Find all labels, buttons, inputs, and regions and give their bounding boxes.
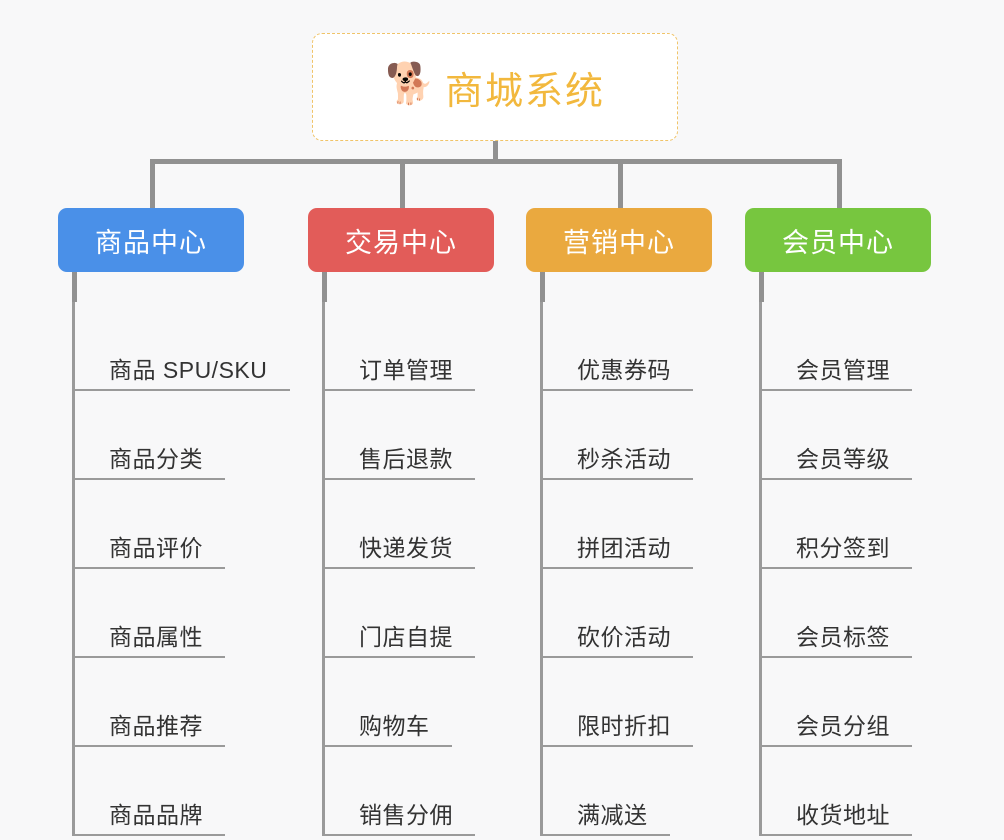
leaf-item-label: 收货地址 <box>796 802 890 828</box>
list-item[interactable]: 商品推荐 <box>75 658 225 747</box>
list-item[interactable]: 秒杀活动 <box>543 391 693 480</box>
connector-drop-trade-center <box>400 159 405 209</box>
list-item[interactable]: 商品品牌 <box>75 747 225 836</box>
list-item[interactable]: 满减送 <box>543 747 670 836</box>
leaf-item-label: 积分签到 <box>796 535 890 561</box>
list-item[interactable]: 会员管理 <box>762 302 912 391</box>
leaf-item-label: 优惠券码 <box>577 357 671 383</box>
connector-stub-marketing-center <box>540 272 545 302</box>
leaf-item-label: 限时折扣 <box>577 713 671 739</box>
category-header-trade-center[interactable]: 交易中心 <box>308 208 494 272</box>
list-item[interactable]: 会员分组 <box>762 658 912 747</box>
leaf-item-label: 会员管理 <box>796 357 890 383</box>
leaf-list-trade-center: 订单管理售后退款快递发货门店自提购物车销售分佣 <box>322 302 475 836</box>
root-node-shop-system[interactable]: 🐕 商城系统 <box>312 33 678 141</box>
connector-root-stem <box>493 141 498 163</box>
column-trade-center: 交易中心订单管理售后退款快递发货门店自提购物车销售分佣 <box>308 208 494 836</box>
column-member-center: 会员中心会员管理会员等级积分签到会员标签会员分组收货地址 <box>745 208 931 836</box>
list-item[interactable]: 积分签到 <box>762 480 912 569</box>
leaf-item-label: 商品属性 <box>109 624 203 650</box>
list-item[interactable]: 拼团活动 <box>543 480 693 569</box>
column-product-center: 商品中心商品 SPU/SKU 商品分类商品评价商品属性商品推荐商品品牌 <box>58 208 290 836</box>
list-item[interactable]: 商品属性 <box>75 569 225 658</box>
list-item[interactable]: 会员等级 <box>762 391 912 480</box>
category-header-label: 交易中心 <box>345 227 457 258</box>
connector-stub-member-center <box>759 272 764 302</box>
list-item[interactable]: 会员标签 <box>762 569 912 658</box>
leaf-item-label: 砍价活动 <box>577 624 671 650</box>
list-item[interactable]: 销售分佣 <box>325 747 475 836</box>
list-item[interactable]: 商品评价 <box>75 480 225 569</box>
leaf-item-label: 会员标签 <box>796 624 890 650</box>
leaf-item-label: 订单管理 <box>359 357 453 383</box>
category-header-label: 商品中心 <box>95 227 207 258</box>
leaf-item-label: 商品 SPU/SKU <box>109 357 268 383</box>
leaf-item-label: 商品推荐 <box>109 713 203 739</box>
leaf-item-label: 销售分佣 <box>359 802 453 828</box>
list-item[interactable]: 门店自提 <box>325 569 475 658</box>
connector-drop-member-center <box>837 159 842 209</box>
category-header-member-center[interactable]: 会员中心 <box>745 208 931 272</box>
list-item[interactable]: 收货地址 <box>762 747 912 836</box>
leaf-item-label: 会员等级 <box>796 446 890 472</box>
list-item[interactable]: 购物车 <box>325 658 452 747</box>
leaf-list-member-center: 会员管理会员等级积分签到会员标签会员分组收货地址 <box>759 302 912 836</box>
list-item[interactable]: 售后退款 <box>325 391 475 480</box>
shiba-dog-icon: 🐕 <box>384 62 435 106</box>
leaf-item-label: 门店自提 <box>359 624 453 650</box>
list-item[interactable]: 订单管理 <box>325 302 475 391</box>
connector-horizontal-bar <box>150 159 842 164</box>
list-item[interactable]: 商品 SPU/SKU <box>75 302 290 391</box>
list-item[interactable]: 砍价活动 <box>543 569 693 658</box>
leaf-list-marketing-center: 优惠券码秒杀活动拼团活动砍价活动限时折扣满减送 <box>540 302 693 836</box>
list-item[interactable]: 快递发货 <box>325 480 475 569</box>
leaf-item-label: 购物车 <box>359 713 430 739</box>
leaf-item-label: 快递发货 <box>359 535 453 561</box>
category-header-label: 会员中心 <box>782 227 894 258</box>
category-header-product-center[interactable]: 商品中心 <box>58 208 244 272</box>
leaf-item-label: 售后退款 <box>359 446 453 472</box>
leaf-item-label: 商品评价 <box>109 535 203 561</box>
connector-drop-product-center <box>150 159 155 209</box>
connector-drop-marketing-center <box>618 159 623 209</box>
connector-stub-trade-center <box>322 272 327 302</box>
column-marketing-center: 营销中心优惠券码秒杀活动拼团活动砍价活动限时折扣满减送 <box>526 208 712 836</box>
leaf-list-product-center: 商品 SPU/SKU 商品分类商品评价商品属性商品推荐商品品牌 <box>72 302 290 836</box>
list-item[interactable]: 商品分类 <box>75 391 225 480</box>
leaf-item-label: 拼团活动 <box>577 535 671 561</box>
leaf-item-label: 秒杀活动 <box>577 446 671 472</box>
leaf-item-label: 商品分类 <box>109 446 203 472</box>
root-node-title: 商城系统 <box>444 70 605 113</box>
list-item[interactable]: 优惠券码 <box>543 302 693 391</box>
connector-stub-product-center <box>72 272 77 302</box>
leaf-item-label: 满减送 <box>577 802 648 828</box>
leaf-item-label: 会员分组 <box>796 713 890 739</box>
list-item[interactable]: 限时折扣 <box>543 658 693 747</box>
leaf-item-label: 商品品牌 <box>109 802 203 828</box>
category-header-label: 营销中心 <box>563 227 675 258</box>
category-header-marketing-center[interactable]: 营销中心 <box>526 208 712 272</box>
